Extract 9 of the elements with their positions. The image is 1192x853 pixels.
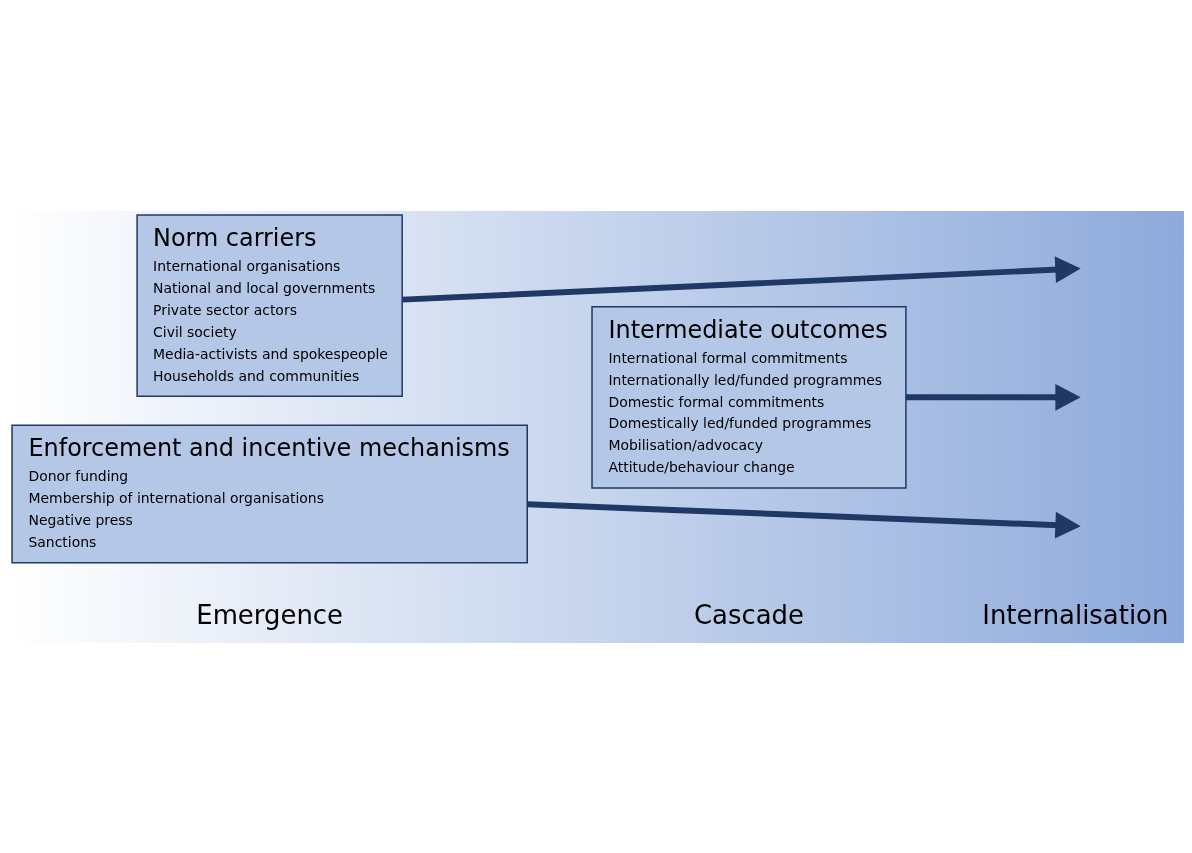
node-box: Norm carriers International organisations National and local governments Private sector actors Civil society Media-activists and spokespeople Households and communities: [136, 213, 403, 397]
label: Emergence: [196, 599, 343, 630]
node-box: Enforcement and incentive mechanisms Donor funding Membership of international organisations Negative press Sanctions: [11, 424, 528, 564]
label: Cascade: [693, 599, 804, 630]
label: Internalisation: [982, 599, 1169, 630]
node-box: Intermediate outcomes International formal commitments Internationally led/funded programmes Domestic formal commitments Domestically led/funded programmes Mobilisation/advocacy Attitude/behaviour change: [591, 305, 907, 489]
arrow: [905, 383, 1081, 411]
arrow: [402, 255, 1081, 303]
arrow: [527, 500, 1081, 538]
